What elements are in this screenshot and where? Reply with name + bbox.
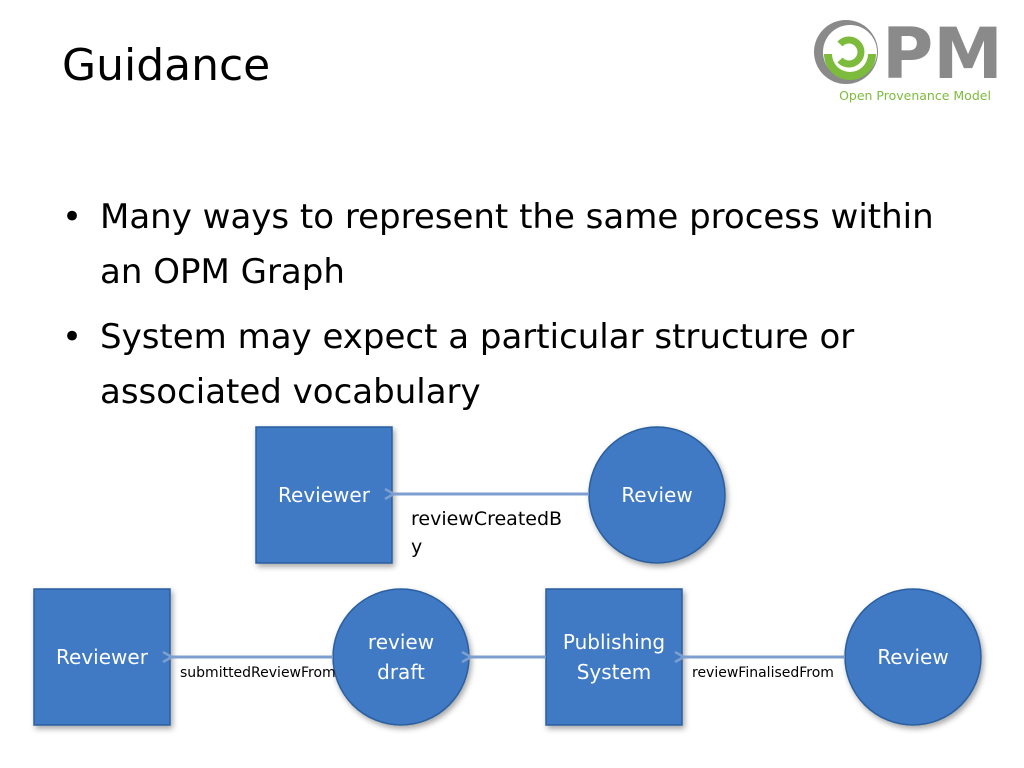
edge-label-review-created-by: reviewCreatedB y: [411, 508, 563, 558]
edge-label-review-finalised-from: reviewFinalisedFrom: [692, 665, 834, 681]
slide-title: Guidance: [62, 40, 271, 91]
top-reviewer-label: Reviewer: [278, 483, 370, 507]
bottom-reviewer-label: Reviewer: [56, 645, 148, 669]
bullet-item-2: System may expect a particular structure…: [56, 310, 936, 420]
publishing-system-label: Publishing System: [562, 630, 666, 684]
logo-subtitle: Open Provenance Model: [839, 88, 991, 103]
bottom-reviewer-agent-node[interactable]: [33, 588, 171, 726]
top-review-label: Review: [621, 483, 693, 507]
bullet-item-1: Many ways to represent the same process …: [56, 190, 936, 300]
edge-label-submitted-review-from: submittedReviewFrom: [180, 665, 336, 681]
bullet-list: Many ways to represent the same process …: [56, 190, 936, 430]
opm-logo: PM Open Provenance Model: [810, 13, 1010, 106]
review-draft-label: review draft: [367, 630, 435, 684]
opm-logo-mark-icon: PM: [814, 13, 1003, 95]
bottom-review-label: Review: [877, 645, 949, 669]
top-reviewer-agent-node[interactable]: [255, 426, 393, 564]
logo-mark-text: PM: [882, 14, 1003, 90]
